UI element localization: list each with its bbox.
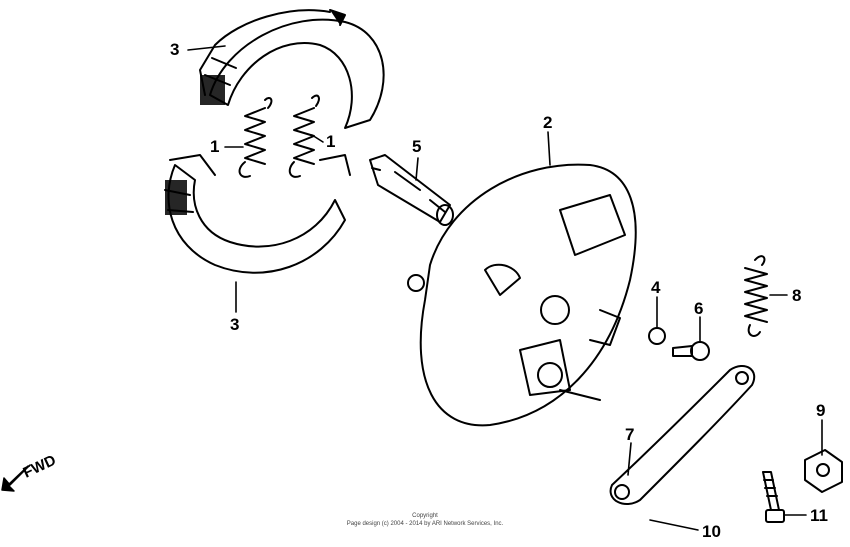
callout-5: 5 — [412, 137, 421, 156]
callout-11: 11 — [810, 506, 828, 525]
bolt — [762, 471, 785, 523]
brake-shoe-top — [199, 9, 385, 129]
callout-1-left: 1 — [210, 137, 219, 156]
callout-1-right: 1 — [326, 132, 335, 151]
brake-shoe-bottom — [164, 154, 351, 274]
washer — [648, 327, 666, 345]
brake-arm — [609, 365, 756, 505]
callout-4: 4 — [651, 278, 661, 297]
callout-3-bottom: 3 — [230, 315, 239, 334]
callout-2: 2 — [543, 113, 552, 132]
wear-indicator — [672, 341, 710, 361]
callout-labels: 3 1 1 2 5 3 4 6 8 9 7 10 11 — [170, 40, 828, 541]
leader-lines — [187, 45, 823, 531]
fwd-label: FWD — [21, 452, 59, 482]
fwd-arrow-icon — [1, 464, 31, 492]
copyright-line-1: Copyright — [412, 513, 438, 519]
callout-7: 7 — [625, 425, 634, 444]
nut — [804, 449, 843, 493]
brake-arm-spring — [744, 255, 768, 337]
callout-6: 6 — [694, 299, 703, 318]
copyright-footer: Copyright Page design (c) 2004 - 2014 by… — [347, 513, 504, 527]
return-spring-left — [238, 97, 273, 178]
callout-8: 8 — [792, 286, 801, 305]
copyright-line-2: Page design (c) 2004 - 2014 by ARI Netwo… — [347, 521, 504, 527]
callout-3-top: 3 — [170, 40, 179, 59]
brake-cam — [369, 154, 454, 226]
callout-10: 10 — [702, 522, 721, 541]
callout-9: 9 — [816, 401, 825, 420]
brake-panel — [407, 163, 637, 427]
